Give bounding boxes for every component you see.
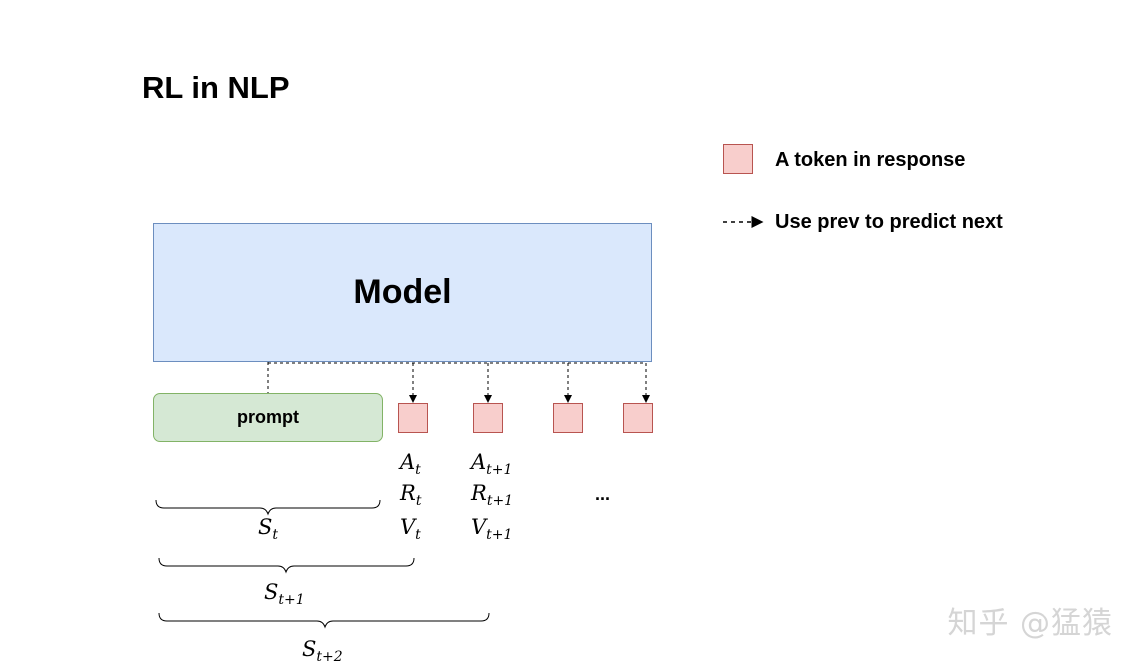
reward-t1: Rt+1 bbox=[471, 481, 514, 509]
model-box: Model bbox=[153, 223, 652, 362]
response-token bbox=[553, 403, 583, 433]
state-t2: St+2 bbox=[302, 637, 343, 665]
brace-s-t bbox=[155, 499, 381, 516]
value-t1: Vt+1 bbox=[471, 515, 513, 543]
state-t: St bbox=[258, 515, 279, 543]
reward-t: Rt bbox=[400, 481, 422, 509]
state-t1: St+1 bbox=[264, 580, 305, 608]
ellipsis: ... bbox=[595, 484, 611, 504]
legend-token-label: A token in response bbox=[775, 149, 966, 171]
model-label: Model bbox=[353, 273, 452, 311]
prompt-box: prompt bbox=[153, 393, 383, 442]
value-t: Vt bbox=[400, 515, 421, 543]
brace-s-t2 bbox=[158, 612, 490, 629]
brace-s-t1 bbox=[158, 557, 415, 574]
action-t1: At+1 bbox=[471, 450, 513, 478]
response-token bbox=[398, 403, 428, 433]
watermark: 知乎 @猛猿 bbox=[947, 606, 1113, 641]
prompt-label: prompt bbox=[237, 407, 299, 427]
response-token bbox=[623, 403, 653, 433]
legend-token-swatch bbox=[723, 144, 753, 174]
response-token bbox=[473, 403, 503, 433]
page-title: RL in NLP bbox=[142, 70, 290, 105]
legend-arrow-label: Use prev to predict next bbox=[775, 211, 1003, 233]
action-t: At bbox=[400, 450, 421, 478]
